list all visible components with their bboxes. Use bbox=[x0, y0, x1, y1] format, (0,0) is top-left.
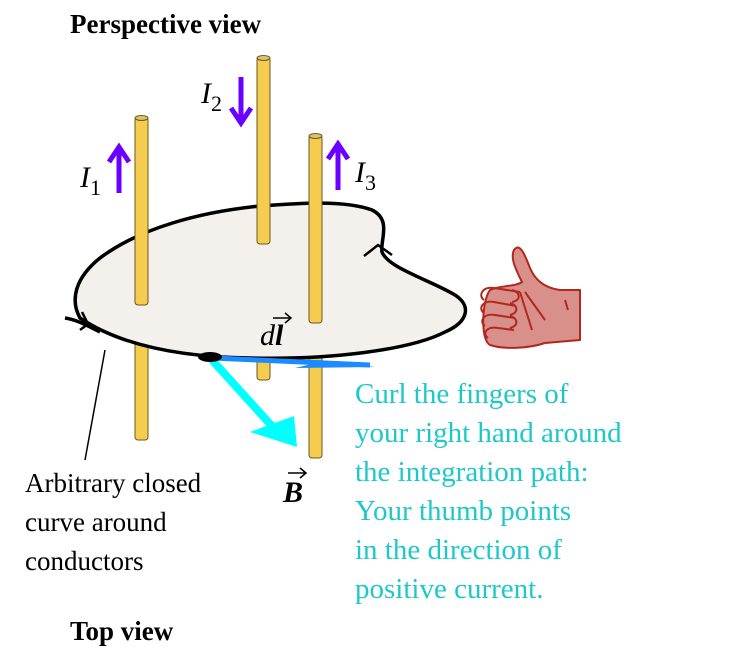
svg-text:positive current.: positive current. bbox=[355, 573, 543, 605]
svg-text:Your thumb points: Your thumb points bbox=[355, 495, 571, 527]
current-label-1: I1 bbox=[79, 161, 101, 200]
wire-lower-segments bbox=[134, 339, 323, 459]
current-arrows bbox=[106, 77, 351, 193]
right-hand-thumbs-up-icon bbox=[480, 246, 581, 349]
curve-caption: Arbitrary closed curve around conductors bbox=[25, 468, 202, 576]
wire-3-lower bbox=[308, 354, 323, 459]
wire-upper-segments bbox=[134, 55, 323, 324]
wire-3-upper bbox=[308, 134, 323, 324]
b-vector-arrow bbox=[209, 357, 283, 438]
wire-1-upper bbox=[134, 116, 149, 306]
current-label-3: I3 bbox=[354, 156, 376, 195]
current-label-2: I2 bbox=[200, 77, 222, 116]
caption-leader-line bbox=[84, 349, 106, 461]
svg-text:conductors: conductors bbox=[25, 546, 143, 576]
arrow-up-icon bbox=[106, 142, 132, 193]
title-perspective-view: Perspective view bbox=[70, 9, 262, 39]
svg-text:your right hand around: your right hand around bbox=[355, 417, 622, 449]
title-top-view: Top view bbox=[70, 616, 174, 646]
svg-text:Arbitrary closed: Arbitrary closed bbox=[25, 468, 202, 498]
curve-tail bbox=[64, 316, 101, 334]
svg-text:curve around: curve around bbox=[25, 507, 167, 537]
arrow-down-icon bbox=[228, 77, 254, 128]
svg-text:the integration path:: the integration path: bbox=[355, 456, 589, 488]
arrow-up-icon bbox=[325, 139, 351, 190]
curve-direction-arrow-left bbox=[79, 311, 90, 331]
svg-text:in the direction of: in the direction of bbox=[355, 534, 562, 566]
path-element-point bbox=[198, 352, 222, 362]
svg-text:Curl the fingers of: Curl the fingers of bbox=[355, 378, 569, 410]
dl-label: dl bbox=[260, 319, 284, 352]
b-label: B bbox=[282, 476, 303, 509]
curve-direction-arrow-right bbox=[363, 243, 393, 257]
wire-1-lower bbox=[134, 339, 149, 441]
instruction-text: Curl the fingers of your right hand arou… bbox=[355, 378, 622, 605]
wire-2-upper bbox=[256, 56, 271, 245]
